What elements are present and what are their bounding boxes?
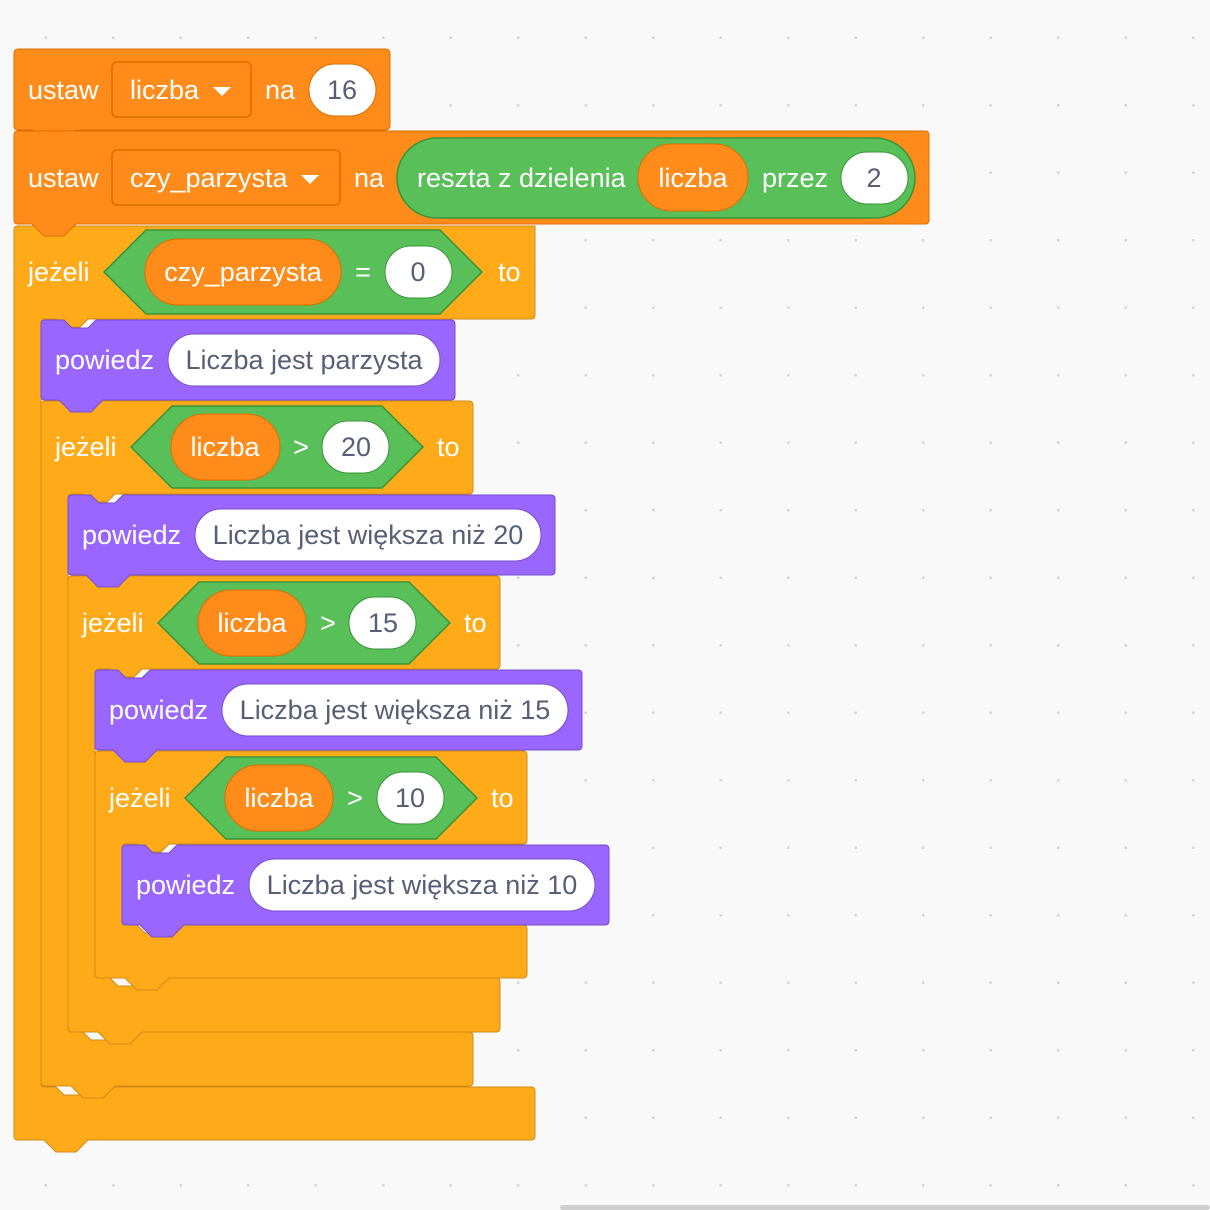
if-parity-then-label: to [498,257,521,287]
say-parity-label: powiedz [55,345,155,375]
set-parity-label: ustaw [28,163,99,193]
if-gt15-then-label: to [464,608,487,638]
gt15-variable-label: liczba [217,608,287,638]
equals-value-input[interactable] [384,245,453,299]
gt10-variable-reporter[interactable] [224,764,334,832]
say-parity-message: Liczba jest parzysta [185,345,423,375]
say-gt10-message: Liczba jest większa niż 10 [266,870,578,900]
modulo-variable-reporter[interactable] [637,143,749,212]
gt20-operator-label: > [293,432,309,462]
if-parity-label: jeżeli [28,257,90,287]
say-parity-message-input[interactable] [167,333,441,387]
gt20-value: 20 [340,432,372,462]
gt15-value: 15 [367,608,399,638]
gt10-variable-label: liczba [244,783,314,813]
gt15-variable-reporter[interactable] [197,589,307,657]
if-gt15-label: jeżeli [82,608,144,638]
if-gt20-then-label: to [437,432,460,462]
set-number-value: 16 [326,75,358,105]
gt15-operator-label: > [320,608,336,638]
gt20-value-input[interactable] [321,420,390,474]
modulo-variable-label: liczba [658,163,728,193]
say-gt10-label: powiedz [136,870,236,900]
variable-dropdown-liczba[interactable] [111,61,252,118]
variable-dropdown-czy-parzysta[interactable] [111,149,341,206]
set-number-to-label: na [265,75,296,105]
if-gt20-label: jeżeli [55,432,117,462]
say-gt15-label: powiedz [109,695,209,725]
gt10-value: 10 [394,783,426,813]
gt10-operator-label: > [347,783,363,813]
equals-value: 0 [410,257,426,287]
set-number-variable-label: liczba [130,75,200,105]
parity-variable-reporter[interactable] [144,238,342,306]
say-gt15-message: Liczba jest większa niż 15 [239,695,551,725]
gt20-variable-label: liczba [190,432,260,462]
set-number-label: ustaw [28,75,99,105]
say-gt20-message: Liczba jest większa niż 20 [212,520,524,550]
if-gt10-then-label: to [491,783,514,813]
gt10-value-input[interactable] [376,771,445,825]
chevron-down-icon [213,87,231,96]
chevron-down-icon [301,175,319,184]
equals-operator-label: = [355,257,371,287]
if-gt10-label: jeżeli [109,783,171,813]
set-parity-to-label: na [354,163,385,193]
gt20-variable-reporter[interactable] [170,413,281,481]
say-gt20-message-input[interactable] [194,508,542,562]
set-value-input[interactable] [308,63,377,117]
if-gt20-c-block[interactable] [40,400,474,1099]
horizontal-scrollbar[interactable] [560,1205,1210,1210]
if-gt15-c-block[interactable] [67,575,501,1045]
say-gt20-label: powiedz [82,520,182,550]
modulo-by-label: przez [762,163,829,193]
set-parity-variable-label: czy_parzysta [130,163,288,193]
gt15-value-input[interactable] [348,596,417,650]
if-parity-c-block[interactable] [13,225,536,1153]
say-gt15-message-input[interactable] [221,683,569,737]
parity-variable-label: czy_parzysta [164,257,322,287]
modulo-label: reszta z dzielenia [417,163,626,193]
divisor-input[interactable] [840,151,909,205]
say-gt10-message-input[interactable] [248,858,596,912]
divisor-value: 2 [866,163,882,193]
